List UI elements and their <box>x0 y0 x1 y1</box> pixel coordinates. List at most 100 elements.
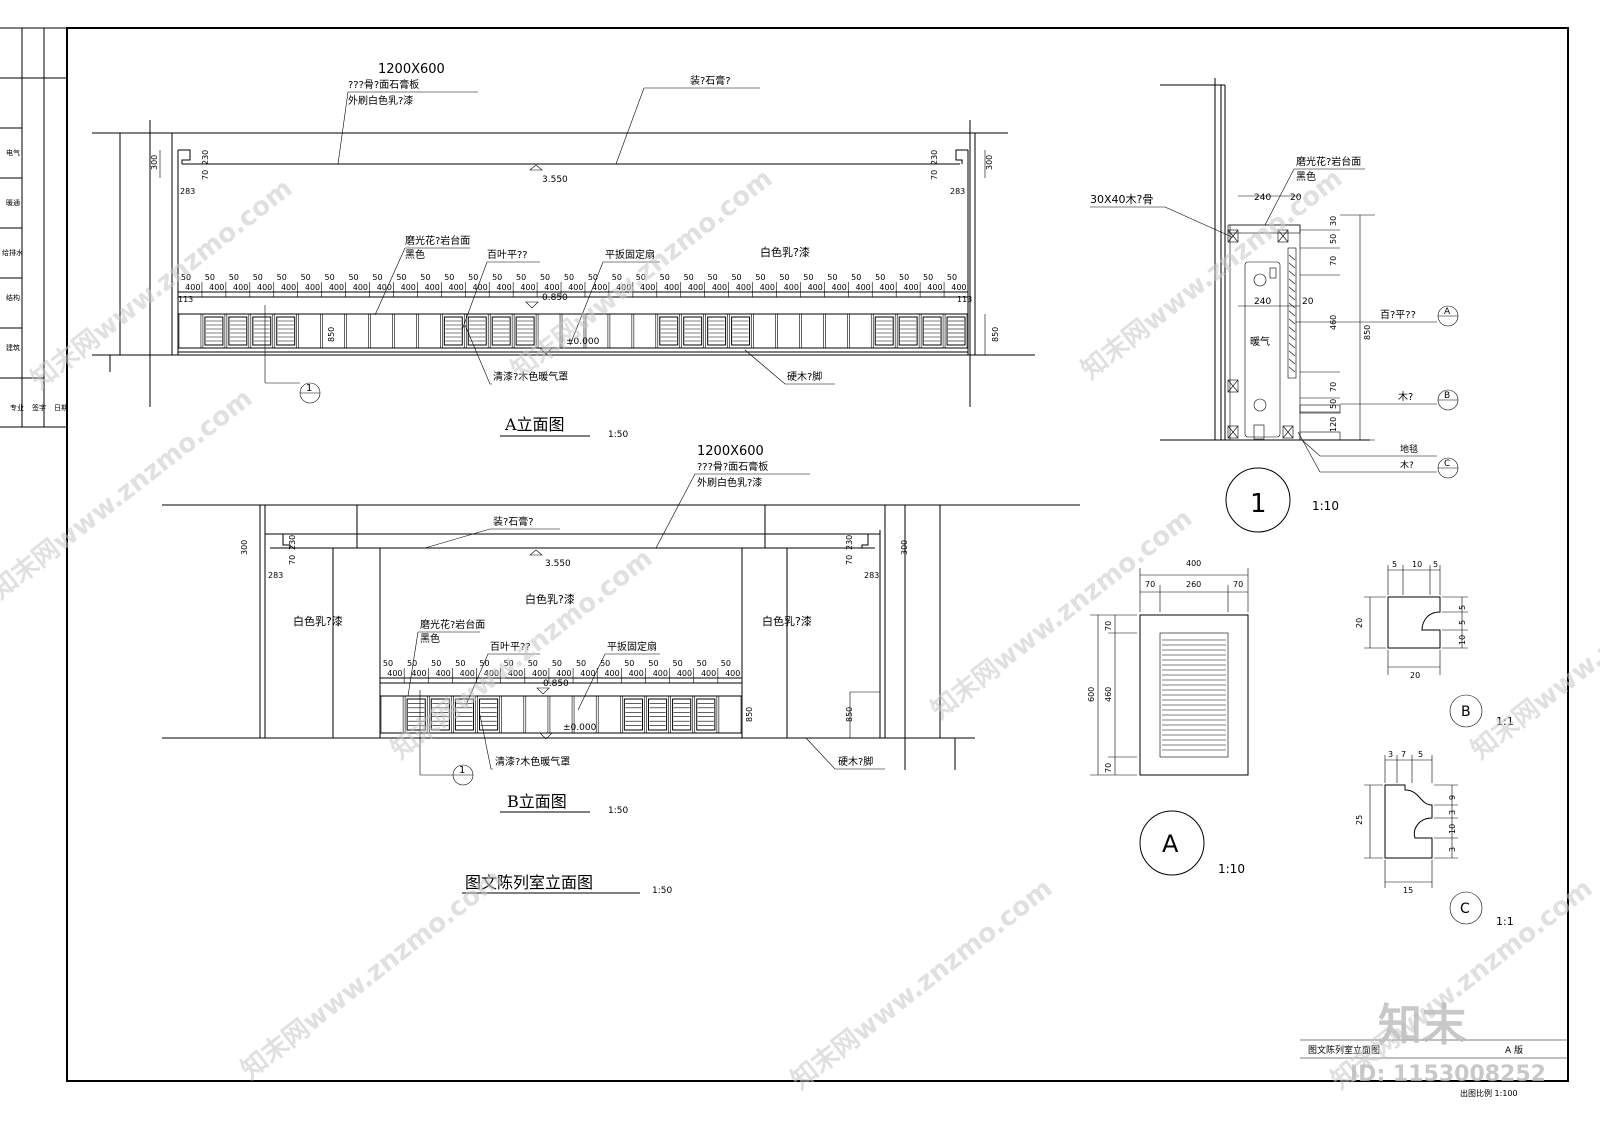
b-wall-paint: 白色乳?漆 <box>525 592 575 606</box>
watermark-text: 知末网www.znzmo.com <box>926 503 1198 725</box>
louver-grille <box>228 316 248 346</box>
dim-400: 400 <box>544 283 559 292</box>
louver-blade <box>1288 262 1296 269</box>
dim-400: 400 <box>436 669 451 678</box>
dim-50: 50 <box>564 273 574 282</box>
dim-50: 50 <box>468 273 478 282</box>
louver-grille <box>430 698 450 731</box>
dc-top: 3 <box>1388 750 1393 759</box>
louver-blade <box>1288 358 1296 365</box>
b-dim-70: 70 <box>288 555 297 565</box>
dim-400: 400 <box>604 669 619 678</box>
s1-dim-240a: 240 <box>1254 193 1271 203</box>
dim-400: 400 <box>305 283 320 292</box>
detail-a-annotations: 400 70 260 70 600 460 70 70 A 1:10 <box>1087 559 1245 876</box>
panel-cell <box>825 313 848 349</box>
dim-400: 400 <box>411 669 426 678</box>
dim-400: 400 <box>616 283 631 292</box>
a-dim-70-r: 70 <box>930 170 939 180</box>
dim-400: 400 <box>281 283 296 292</box>
b-skirting: 硬木?脚 <box>838 755 873 768</box>
dim-50: 50 <box>612 273 622 282</box>
da-dim-600: 600 <box>1087 687 1096 702</box>
elevation-a-panels <box>178 313 968 349</box>
s1-dim-20a: 20 <box>1290 193 1302 203</box>
s1-tag-a: A <box>1444 307 1451 317</box>
section-1-annotations: 30X40木?骨 磨光花?岩台面 黑色 240 20 240 20 暖气 30 … <box>1090 155 1459 533</box>
db-top: 10 <box>1412 560 1422 569</box>
louver-grille <box>204 316 224 346</box>
s1-heater: 暖气 <box>1250 335 1270 348</box>
dc-bottom: 15 <box>1403 886 1413 895</box>
s1-dim-850: 850 <box>1363 325 1372 340</box>
watermark-text: 知末网www.znzmo.com <box>386 543 658 765</box>
panel-cell <box>501 695 525 734</box>
b-stone-top: 磨光花?岩台面 <box>420 618 485 631</box>
dim-400: 400 <box>209 283 224 292</box>
dim-400: 400 <box>725 669 740 678</box>
dim-400: 400 <box>688 283 703 292</box>
dim-400: 400 <box>640 283 655 292</box>
panel-cell <box>442 313 465 349</box>
panel-cell <box>298 313 321 349</box>
dim-50: 50 <box>947 273 957 282</box>
s1-tag-c: C <box>1444 459 1450 469</box>
panel-cell <box>597 695 621 734</box>
dim-50: 50 <box>301 273 311 282</box>
dim-50: 50 <box>636 273 646 282</box>
dim-50: 50 <box>383 659 393 668</box>
dim-50: 50 <box>516 273 526 282</box>
dim-50: 50 <box>396 273 406 282</box>
panel-cell <box>585 313 609 349</box>
left-strip-labels: 专业 签字 日期 建筑 结构 给排水 暖通 电气 <box>2 148 68 412</box>
dim-50: 50 <box>444 273 454 282</box>
dim-50: 50 <box>708 273 718 282</box>
louver-grille <box>874 316 894 346</box>
b-dim-850: 850 <box>745 707 754 722</box>
b-sill-level: 0.850 <box>543 679 569 689</box>
dim-50: 50 <box>540 273 550 282</box>
panel-cell <box>202 313 226 349</box>
b-dim-300: 300 <box>240 540 249 555</box>
dim-50: 50 <box>660 273 670 282</box>
louver-grille <box>623 698 643 731</box>
section-1-louvers <box>1288 254 1296 373</box>
panel-cell <box>753 313 776 349</box>
db-top: 5 <box>1392 560 1397 569</box>
panel-cell <box>346 313 369 349</box>
louver-grille <box>683 316 703 346</box>
panel-cell <box>849 313 872 349</box>
a-skirting: 硬木?脚 <box>787 370 822 383</box>
b-wall-paint-right: 白色乳?漆 <box>762 614 812 628</box>
sheet-frame <box>0 27 1569 1082</box>
louver-grille <box>707 316 727 346</box>
a-dim-300: 300 <box>150 155 159 170</box>
dim-50: 50 <box>923 273 933 282</box>
louver-blade <box>1288 350 1296 357</box>
da-dim-70c: 70 <box>1104 621 1113 631</box>
panel-cell <box>394 313 417 349</box>
db-bottom: 20 <box>1410 671 1420 680</box>
dim-400: 400 <box>855 283 870 292</box>
dim-50: 50 <box>899 273 909 282</box>
dim-50: 50 <box>253 273 263 282</box>
b-fixed-fan: 平扳固定扇 <box>607 640 657 653</box>
dim-400: 400 <box>653 669 668 678</box>
a-ceiling-level: 3.550 <box>542 175 568 185</box>
watermark-id: ID: 1153008252 <box>1350 1062 1546 1087</box>
louver-grille <box>443 316 463 346</box>
s1-louver: 百?平?? <box>1380 309 1416 321</box>
dim-50: 50 <box>721 659 731 668</box>
dim-400: 400 <box>353 283 368 292</box>
dim-400: 400 <box>736 283 751 292</box>
s1-dim-240b: 240 <box>1254 297 1271 307</box>
dim-400: 400 <box>496 283 511 292</box>
a-dim-850: 850 <box>327 327 336 342</box>
detail-a-slats <box>1162 639 1226 751</box>
panel-cell <box>573 695 597 734</box>
dc-scale: 1:1 <box>1496 915 1514 928</box>
a-stone-color: 黑色 <box>405 248 425 261</box>
panel-cell <box>872 313 896 349</box>
b-callout: 1 <box>459 765 465 776</box>
dc-right: 3 <box>1448 847 1457 852</box>
